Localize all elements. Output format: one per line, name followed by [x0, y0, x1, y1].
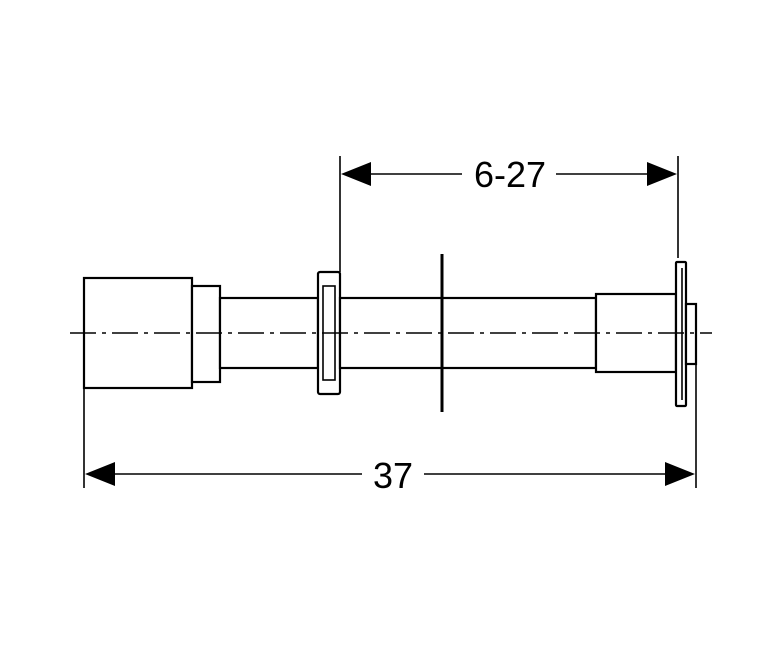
arrow-left-top	[341, 162, 371, 186]
arrow-right-bottom	[665, 462, 695, 486]
dimension-label-adjustment-range: 6-27	[474, 154, 546, 195]
dimension-label-overall-length: 37	[373, 455, 413, 496]
dimension-line-top	[341, 162, 677, 186]
arrow-right-top	[647, 162, 677, 186]
right-end-nub	[684, 302, 698, 366]
dimension-line-bottom	[85, 462, 695, 486]
left-collar	[190, 284, 222, 384]
right-flange	[674, 260, 688, 408]
arrow-left-bottom	[85, 462, 115, 486]
